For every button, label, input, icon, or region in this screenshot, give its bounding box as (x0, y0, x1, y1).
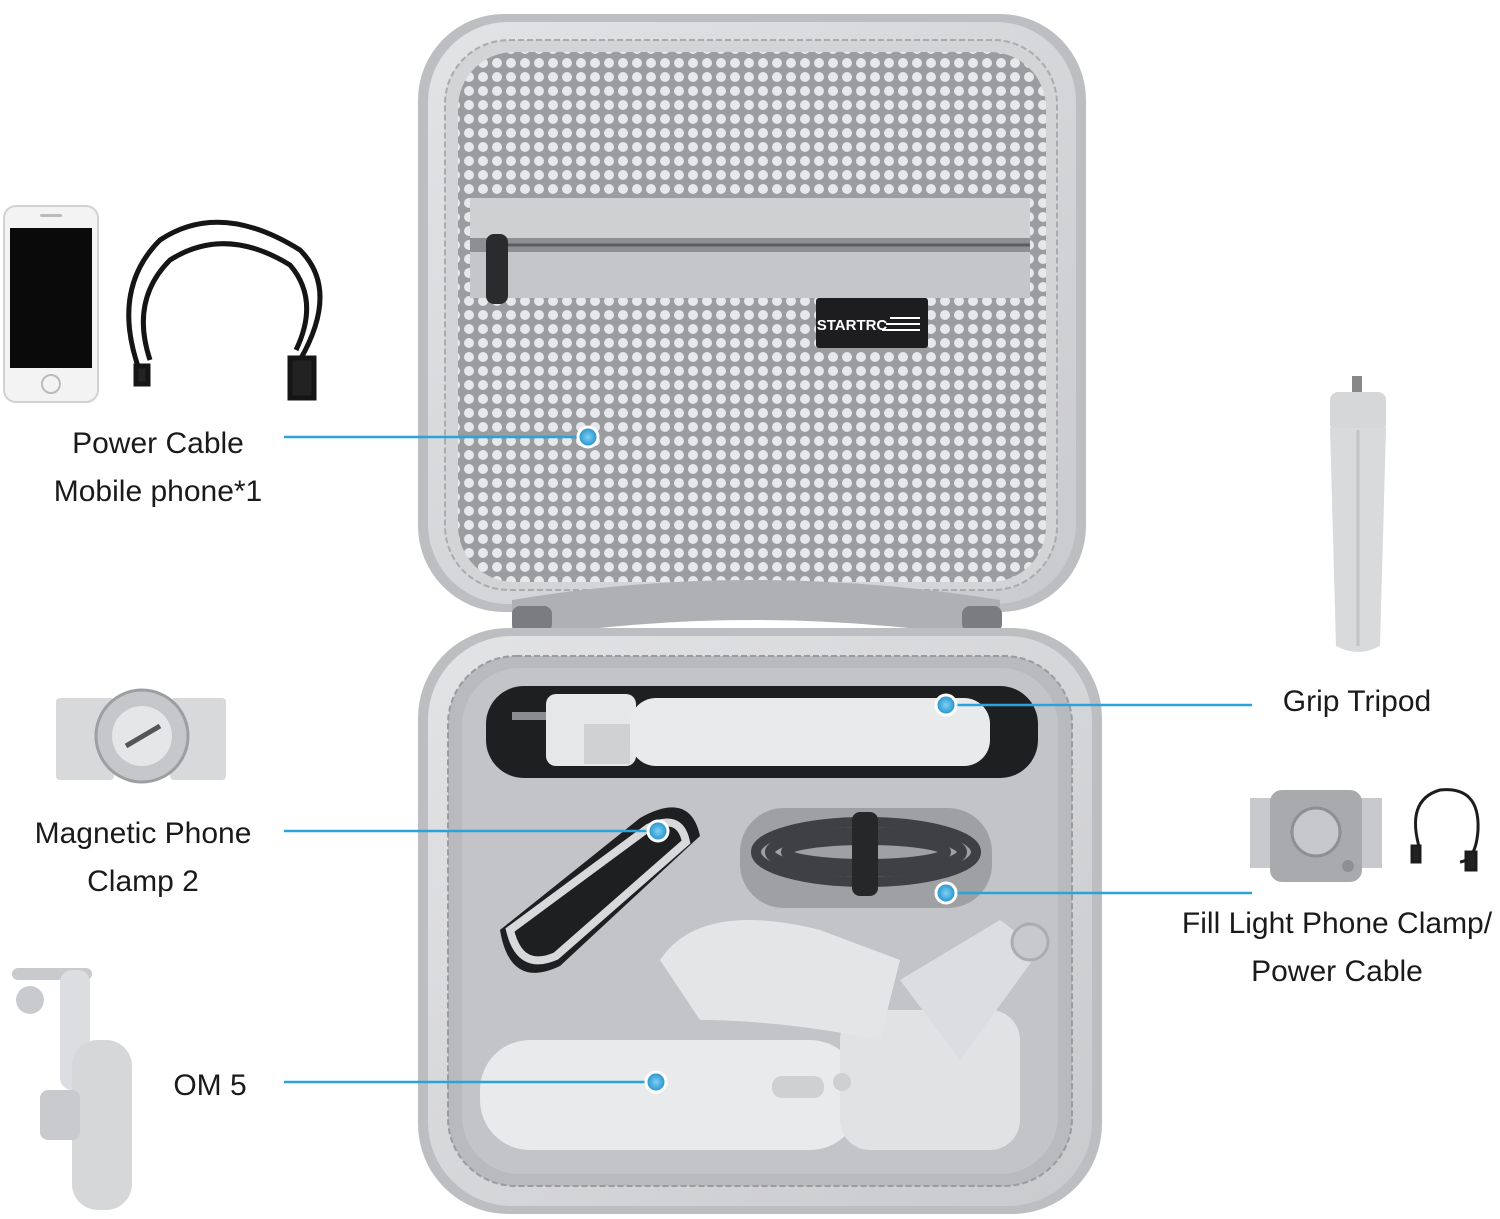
callout-dot-power-cable (576, 425, 600, 449)
callout-label-fill-light: Fill Light Phone Clamp/ Power Cable (1176, 900, 1498, 996)
callout-lines (284, 435, 1252, 1084)
callout-label-grip-tripod: Grip Tripod (1262, 678, 1452, 726)
callout-power-cable-line2: Mobile phone*1 (53, 475, 263, 508)
gimbal-in-case (480, 920, 1050, 1150)
case-base (418, 628, 1102, 1214)
gimbal-icon (12, 968, 132, 1210)
callout-dots (576, 425, 958, 1094)
brand-logo-text: STARTRC (817, 317, 888, 334)
fill-light-cable-icon (1410, 788, 1480, 872)
case-hinge (512, 580, 1002, 640)
callout-label-magnetic-clamp: Magnetic Phone Clamp 2 (18, 810, 268, 906)
callout-dot-fill-light (934, 881, 958, 905)
callout-dot-om5 (644, 1070, 668, 1094)
callout-magnetic-clamp-line1: Magnetic Phone (34, 817, 252, 850)
callout-power-cable-line1: Power Cable (72, 427, 244, 460)
zipper-pull-icon (486, 234, 508, 304)
callout-label-om5: OM 5 (150, 1062, 270, 1110)
tripod-in-case (512, 694, 990, 766)
phone-icon (3, 205, 99, 403)
callout-grip-tripod-line1: Grip Tripod (1282, 685, 1432, 718)
callout-magnetic-clamp-line2: Clamp 2 (87, 865, 199, 898)
brand-label: STARTRC (816, 298, 928, 348)
callout-dot-magnetic-clamp (646, 819, 670, 843)
callout-fill-light-line2: Power Cable (1251, 955, 1423, 988)
tripod-icon (1330, 376, 1386, 652)
callout-dot-grip-tripod (934, 693, 958, 717)
case-lid: STARTRC (418, 14, 1086, 612)
usb-cable-icon (126, 219, 323, 401)
callout-label-power-cable: Power Cable Mobile phone*1 (40, 420, 276, 516)
magnetic-clamp-icon (56, 688, 226, 784)
callout-om5-line1: OM 5 (173, 1069, 247, 1102)
callout-fill-light-line1: Fill Light Phone Clamp/ (1181, 907, 1493, 940)
mesh-pocket (458, 52, 1046, 582)
fill-light-clamp-icon (1250, 790, 1382, 882)
